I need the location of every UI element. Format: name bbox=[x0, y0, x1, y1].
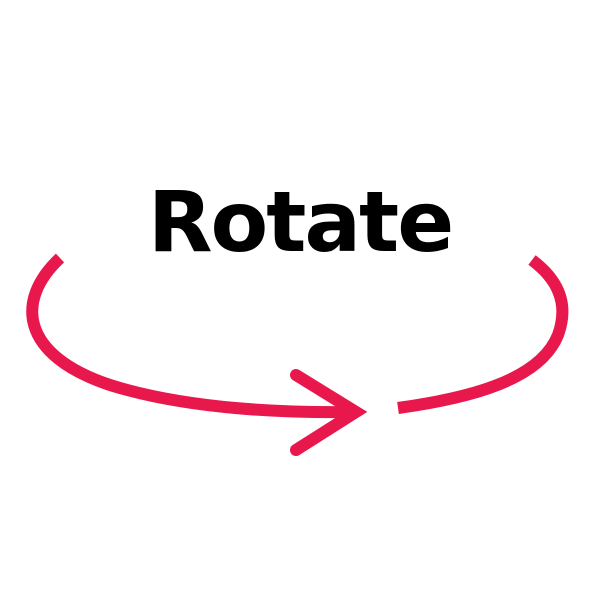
arrowhead bbox=[290, 369, 368, 456]
rotate-title: Rotate bbox=[147, 173, 454, 271]
right-arc bbox=[397, 255, 569, 414]
left-arc bbox=[26, 253, 356, 419]
